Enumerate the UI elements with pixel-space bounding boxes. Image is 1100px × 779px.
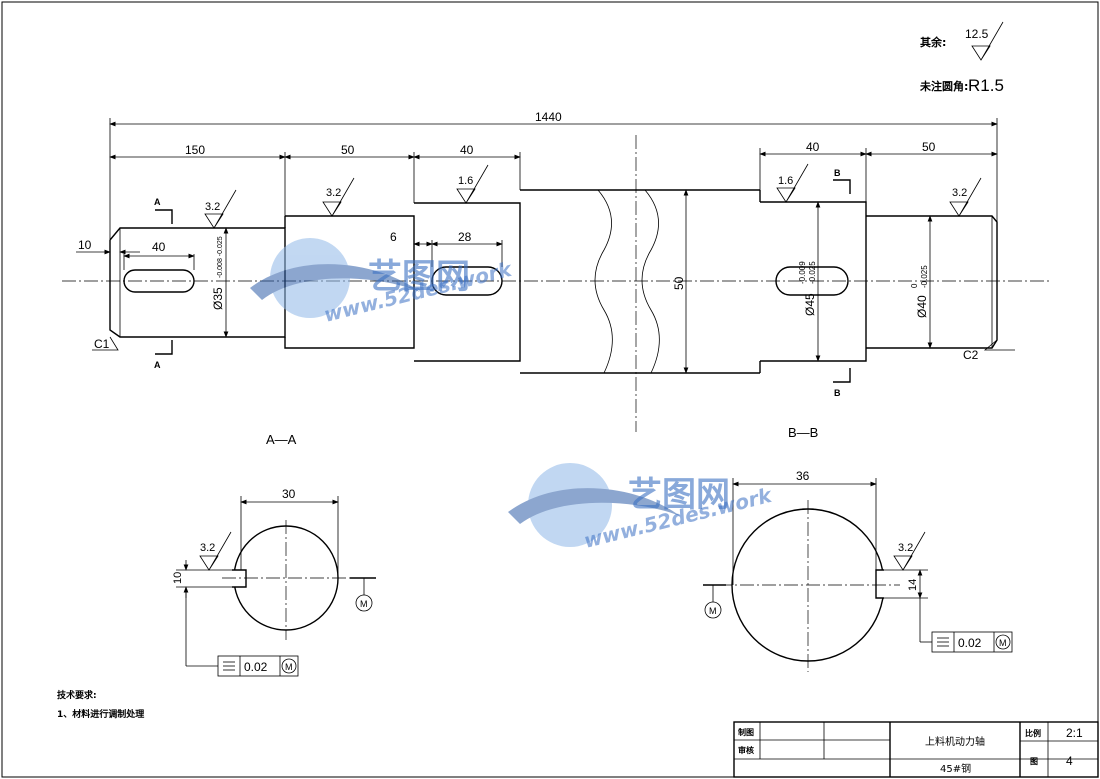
fillet-value: R1.5 xyxy=(968,76,1004,95)
dim-keyway-40: 40 xyxy=(152,240,166,254)
section-aa xyxy=(176,496,376,677)
dim-50-left: 50 xyxy=(341,143,355,157)
shaft-main-view xyxy=(62,135,1052,432)
fillet-label: 未注圆角: xyxy=(919,79,968,93)
dim-50-right: 50 xyxy=(922,140,936,154)
dim-aa-width: 30 xyxy=(282,487,296,501)
watermark-brand-2: 艺图网 xyxy=(628,475,730,515)
roughness-r1: 3.2 xyxy=(205,201,220,213)
section-markers xyxy=(155,179,851,383)
datum-bb: M xyxy=(709,606,717,616)
dim-dia-40-tol-lower: -0.025 xyxy=(920,265,929,288)
dim-dia-35: Ø35 xyxy=(211,287,225,310)
keyway-middle xyxy=(431,266,503,296)
dim-dia-45-tol-lower: -0.025 xyxy=(808,261,817,284)
tolerance-bb-modifier: M xyxy=(999,638,1007,648)
dim-dia-35-tol: -0.008 -0.025 xyxy=(217,236,224,278)
section-bb-title: B—B xyxy=(788,425,818,440)
datum-aa: M xyxy=(360,599,368,609)
roughness-r5: 3.2 xyxy=(952,187,967,199)
dim-50-middle: 50 xyxy=(672,276,686,290)
title-scale-value: 2:1 xyxy=(1066,726,1083,740)
dim-40-mid: 40 xyxy=(460,143,474,157)
dim-dia-40-tol-upper: 0 xyxy=(910,283,919,288)
dim-aa-key: 10 xyxy=(172,572,184,584)
dim-40-right: 40 xyxy=(806,140,820,154)
watermark-brand-1: 艺图网 xyxy=(368,257,470,297)
dim-bb-key: 14 xyxy=(907,579,919,591)
watermark-logo-2 xyxy=(508,463,680,547)
roughness-r2: 3.2 xyxy=(326,187,341,199)
section-mark-a-bottom: A xyxy=(154,360,161,370)
break-line-1 xyxy=(594,189,613,374)
roughness-r7: 3.2 xyxy=(898,542,913,554)
break-line-2 xyxy=(641,189,660,374)
tolerance-aa-value: 0.02 xyxy=(244,660,268,674)
roughness-r4: 1.6 xyxy=(778,175,793,187)
dim-10-left: 10 xyxy=(78,238,92,252)
title-block xyxy=(733,721,1099,778)
shaft-segment-2 xyxy=(284,215,415,349)
shaft-segment-45 xyxy=(760,201,867,362)
watermark-logo-1 xyxy=(250,238,420,318)
section-mark-a-top: A xyxy=(154,197,161,207)
chamfer-c1: C1 xyxy=(94,337,110,351)
title-drawn: 制图 xyxy=(738,727,754,737)
dim-150: 150 xyxy=(185,143,205,157)
dim-28: 28 xyxy=(458,230,472,244)
dim-dia-40: Ø40 xyxy=(915,295,929,318)
keyway-left xyxy=(123,269,195,293)
tech-requirements-title: 技术要求: xyxy=(57,689,97,701)
section-mark-b-bottom: B xyxy=(834,388,841,398)
shaft-segment-right xyxy=(866,215,998,349)
keyway-right xyxy=(775,266,849,296)
chamfer-c2: C2 xyxy=(963,348,979,362)
tolerance-aa-modifier: M xyxy=(285,662,293,672)
dim-overall: 1440 xyxy=(535,110,562,124)
roughness-r6: 3.2 xyxy=(200,542,215,554)
dimension-lines xyxy=(76,118,1015,374)
title-drawing-number: 4 xyxy=(1066,754,1073,768)
title-material: 45#钢 xyxy=(940,762,971,775)
title-drawing-label: 图 xyxy=(1030,757,1038,766)
dim-6: 6 xyxy=(390,230,397,244)
shaft-segment-3 xyxy=(414,202,521,362)
dim-dia-45-tol-upper: -0.009 xyxy=(798,261,807,284)
section-mark-b-top: B xyxy=(834,168,841,178)
rest-finish-label: 其余: xyxy=(920,35,946,49)
roughness-symbols xyxy=(204,21,1004,229)
tech-requirement-1: 1、材料进行调制处理 xyxy=(57,708,144,720)
title-checked: 审核 xyxy=(738,745,754,755)
dim-dia-45: Ø45 xyxy=(803,293,817,316)
section-aa-title: A—A xyxy=(266,432,297,447)
tolerance-bb-value: 0.02 xyxy=(958,636,982,650)
dim-bb-width: 36 xyxy=(796,469,810,483)
title-scale-label: 比例 xyxy=(1025,728,1041,738)
title-part-name: 上料机动力轴 xyxy=(925,735,985,748)
section-bb xyxy=(703,478,1013,672)
roughness-r3: 1.6 xyxy=(458,175,473,187)
rest-finish-value: 12.5 xyxy=(965,27,989,41)
